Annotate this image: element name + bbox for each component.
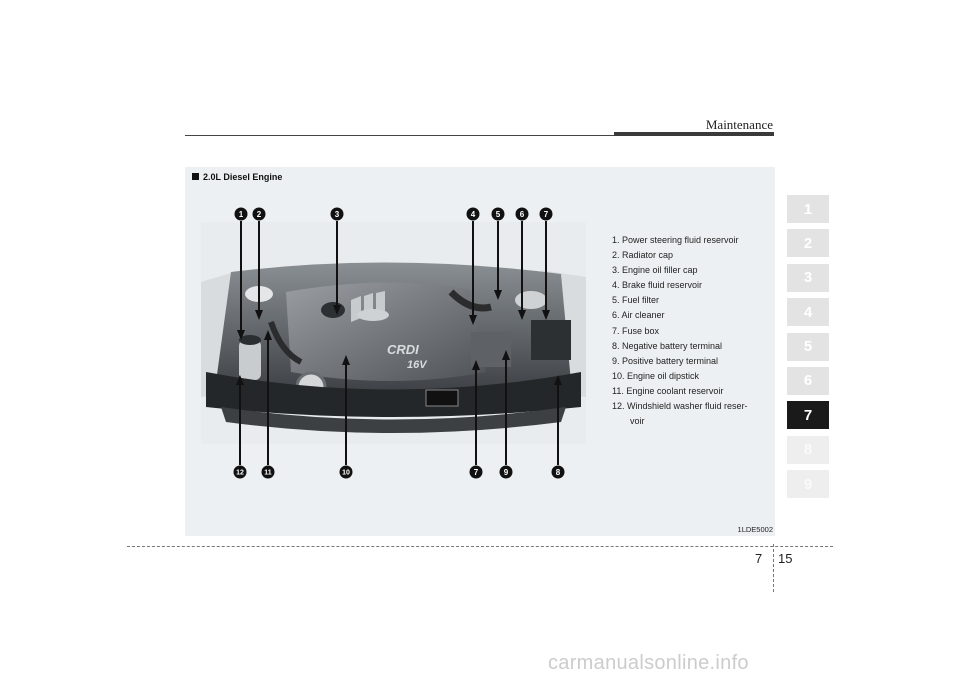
square-bullet-icon [192,173,199,180]
engine-badge-top: CRDI [387,342,419,357]
legend-item-continued: voir [630,416,645,427]
legend-item: 1. Power steering fluid reservoir [612,235,739,245]
parts-legend: 1. Power steering fluid reservoir 2. Rad… [612,233,748,429]
legend-item: 2. Radiator cap [612,250,674,261]
header-rule-thick [614,132,774,136]
section-title: Maintenance [705,117,773,132]
legend-item: 4. Brake fluid reservoir [612,280,703,291]
legend-item: 12. Windshield washer fluid reser- [612,401,748,412]
chapter-tab-7[interactable]: 7 [787,401,829,430]
chapter-tab-9[interactable]: 9 [787,470,829,499]
legend-item: 10. Engine oil dipstick [612,370,700,381]
chapter-tabs: 1 2 3 4 5 6 7 8 9 [787,195,829,505]
legend-item: 5. Fuel filter [612,295,660,306]
legend-item: 3. Engine oil filler cap [612,265,698,276]
legend-item: 6. Air cleaner [612,310,665,321]
legend-item: 8. Negative battery terminal [612,340,723,351]
figure-code: 1LDE5002 [737,525,773,534]
chapter-tab-5[interactable]: 5 [787,332,829,361]
chapter-tab-6[interactable]: 6 [787,366,829,395]
figure-title-text: 2.0L Diesel Engine [203,172,283,182]
figure-title: 2.0L Diesel Engine [192,172,282,182]
chapter-tab-4[interactable]: 4 [787,298,829,327]
chapter-tab-8[interactable]: 8 [787,435,829,464]
footer-dashed-rule [127,546,833,547]
watermark: carmanualsonline.info [548,652,749,674]
chapter-tab-1[interactable]: 1 [787,195,829,223]
legend-item: 9. Positive battery terminal [612,355,719,366]
page-index: 15 [778,551,793,566]
footer-dashed-divider [773,544,774,592]
chapter-tab-3[interactable]: 3 [787,263,829,292]
header-rule-thin [185,135,615,136]
legend-item: 11. Engine coolant reservoir [612,385,724,396]
chapter-tab-2[interactable]: 2 [787,229,829,258]
page-chapter: 7 [755,551,763,566]
engine-badge-bottom: 16V [407,359,428,371]
engine-bay-illustration: CRDI 16V [201,222,586,444]
legend-item: 7. Fuse box [612,325,660,336]
page-number: 7 15 [755,551,792,566]
